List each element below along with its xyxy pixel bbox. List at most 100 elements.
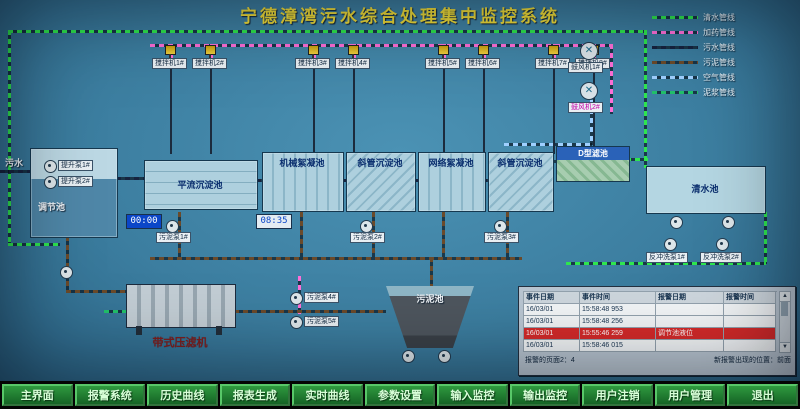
alarm-cell-date: 16/03/01 bbox=[524, 316, 580, 328]
mixer-6-label[interactable]: 搅拌机6# bbox=[465, 58, 500, 69]
sludge-tank-pump-icon[interactable] bbox=[402, 350, 415, 363]
mixer-motor-icon[interactable] bbox=[205, 45, 216, 58]
regulating-drain-pump-icon[interactable] bbox=[60, 266, 73, 279]
backwash-pump-2-icon[interactable] bbox=[716, 238, 729, 251]
legend-row-slurry: 泥浆管线 bbox=[652, 87, 735, 98]
page-title: 宁德漳湾污水综合处理集中监控系统 bbox=[240, 7, 560, 26]
tank-inclined-2 bbox=[488, 152, 554, 212]
mixer-shaft-3 bbox=[313, 68, 315, 154]
sludge-pump-4-icon[interactable] bbox=[290, 292, 303, 305]
blower-1-icon[interactable] bbox=[580, 42, 598, 60]
clean-water-pump-icon[interactable] bbox=[722, 216, 735, 229]
pipe-clean-tank-down bbox=[764, 212, 767, 264]
alarm-scrollbar[interactable]: ▲ ▼ bbox=[779, 291, 791, 353]
scroll-thumb[interactable] bbox=[781, 302, 788, 316]
sludge-pump-1-label[interactable]: 污泥泵1# bbox=[156, 232, 191, 243]
pipe-sewage-inlet bbox=[0, 170, 32, 173]
mixer-shaft-1 bbox=[170, 68, 172, 154]
alarm-row[interactable]: 16/03/01 15:58:48 953 bbox=[524, 304, 777, 316]
scroll-down-icon[interactable]: ▼ bbox=[780, 342, 790, 352]
legend-swatch-sludge bbox=[652, 61, 698, 64]
timer-2: 08:35 bbox=[256, 214, 292, 229]
mixer-5-label[interactable]: 搅拌机5# bbox=[425, 58, 460, 69]
nav-report-generate[interactable]: 报表生成 bbox=[219, 384, 291, 406]
sludge-pump-5-icon[interactable] bbox=[290, 316, 303, 329]
alarm-footer: 报警的页面2：4 新报警出现的位置：前面 bbox=[525, 355, 791, 365]
sludge-pump-2-label[interactable]: 污泥泵2# bbox=[350, 232, 385, 243]
lift-pump-2-icon[interactable] bbox=[44, 176, 57, 189]
mixer-shaft-7 bbox=[553, 68, 555, 154]
pipe-clean-inlet-left bbox=[8, 243, 60, 246]
mixer-motor-icon[interactable] bbox=[438, 45, 449, 58]
alarm-row-active[interactable]: 16/03/01 15:55:46 259 调节池液位 bbox=[524, 328, 777, 340]
mixer-shaft-4 bbox=[353, 68, 355, 154]
legend-swatch-air bbox=[652, 76, 698, 79]
mixer-motor-icon[interactable] bbox=[548, 45, 559, 58]
mixer-motor-icon[interactable] bbox=[478, 45, 489, 58]
alarm-cell-time: 15:58:48 256 bbox=[580, 316, 656, 328]
mixer-motor-icon[interactable] bbox=[165, 45, 176, 58]
legend-label-dosing: 加药管线 bbox=[703, 28, 735, 37]
nav-main-screen[interactable]: 主界面 bbox=[2, 384, 73, 406]
mixer-4-label[interactable]: 搅拌机4# bbox=[335, 58, 370, 69]
mixer-1-label[interactable]: 搅拌机1# bbox=[152, 58, 187, 69]
nav-parameter-settings[interactable]: 参数设置 bbox=[364, 384, 436, 406]
nav-realtime-curve[interactable]: 实时曲线 bbox=[292, 384, 363, 406]
blower-1-label[interactable]: 鼓风机1# bbox=[568, 62, 603, 73]
nav-alarm-system[interactable]: 报警系统 bbox=[74, 384, 146, 406]
tank-inclined-2-label: 斜管沉淀池 bbox=[497, 158, 543, 168]
nav-output-monitor[interactable]: 输出监控 bbox=[509, 384, 581, 406]
legend-label-sewage: 污水管线 bbox=[703, 43, 735, 52]
legend-swatch-clean bbox=[652, 16, 698, 19]
alarm-cell-extra bbox=[724, 340, 776, 352]
pipe-sludge-drop-2 bbox=[300, 212, 303, 257]
sludge-pump-4-label[interactable]: 污泥泵4# bbox=[304, 292, 339, 303]
alarm-row[interactable]: 16/03/01 15:58:46 015 bbox=[524, 340, 777, 352]
blower-2-label[interactable]: 鼓风机2# bbox=[568, 102, 603, 113]
scroll-up-icon[interactable]: ▲ bbox=[780, 292, 790, 302]
sludge-pump-5-label[interactable]: 污泥泵5# bbox=[304, 316, 339, 327]
clean-water-pump-icon[interactable] bbox=[670, 216, 683, 229]
blower-2-icon[interactable] bbox=[580, 82, 598, 100]
alarm-position-info: 新报警出现的位置：前面 bbox=[714, 357, 791, 364]
alarm-row[interactable]: 16/03/01 15:58:48 256 bbox=[524, 316, 777, 328]
sludge-pump-3-label[interactable]: 污泥泵3# bbox=[484, 232, 519, 243]
bottom-nav-bar: 主界面 报警系统 历史曲线 报表生成 实时曲线 参数设置 输入监控 输出监控 用… bbox=[0, 381, 800, 409]
pipe-sewage-4 bbox=[413, 179, 420, 182]
alarm-panel: 事件日期 事件时间 报警日期 报警时间 16/03/01 15:58:48 95… bbox=[518, 286, 796, 376]
nav-exit[interactable]: 退出 bbox=[727, 384, 799, 406]
pipe-sludge-to-tank bbox=[430, 257, 433, 287]
alarm-cell-msg bbox=[656, 304, 724, 316]
nav-history-curve[interactable]: 历史曲线 bbox=[147, 384, 218, 406]
nav-user-logout[interactable]: 用户注销 bbox=[582, 384, 653, 406]
lift-pump-2-label[interactable]: 提升泵2# bbox=[58, 176, 93, 187]
tank-grid-floc-label: 网络絮凝池 bbox=[428, 158, 474, 168]
sewage-inlet-label: 污水 bbox=[5, 158, 24, 168]
alarm-cell-extra bbox=[724, 304, 776, 316]
backwash-pump-1-label[interactable]: 反冲洗泵1# bbox=[646, 252, 688, 263]
tank-sedimentation-1-label: 平流沉淀池 bbox=[177, 180, 223, 190]
belt-press-label: 带式压滤机 bbox=[152, 337, 208, 349]
sludge-tank-pump-icon[interactable] bbox=[438, 350, 451, 363]
mixer-shaft-6 bbox=[483, 68, 485, 154]
lift-pump-1-label[interactable]: 提升泵1# bbox=[58, 160, 93, 171]
mixer-3-label[interactable]: 搅拌机3# bbox=[295, 58, 330, 69]
mixer-2-label[interactable]: 搅拌机2# bbox=[192, 58, 227, 69]
alarm-cell-msg bbox=[656, 316, 724, 328]
legend-row-dosing: 加药管线 bbox=[652, 27, 735, 38]
backwash-pump-2-label[interactable]: 反冲洗泵2# bbox=[700, 252, 742, 263]
mixer-motor-icon[interactable] bbox=[348, 45, 359, 58]
alarm-cell-msg bbox=[656, 340, 724, 352]
mixer-motor-icon[interactable] bbox=[308, 45, 319, 58]
lift-pump-1-icon[interactable] bbox=[44, 160, 57, 173]
alarm-col-event-date: 事件日期 bbox=[524, 292, 580, 304]
mixer-7-label[interactable]: 搅拌机7# bbox=[535, 58, 570, 69]
nav-input-monitor[interactable]: 输入监控 bbox=[437, 384, 508, 406]
mixer-shaft-2 bbox=[210, 68, 212, 154]
tank-mech-floc bbox=[262, 152, 344, 212]
pipe-sludge-left-run bbox=[66, 290, 128, 293]
nav-user-management[interactable]: 用户管理 bbox=[654, 384, 726, 406]
pipe-dosing-right bbox=[610, 44, 613, 114]
backwash-pump-1-icon[interactable] bbox=[664, 238, 677, 251]
